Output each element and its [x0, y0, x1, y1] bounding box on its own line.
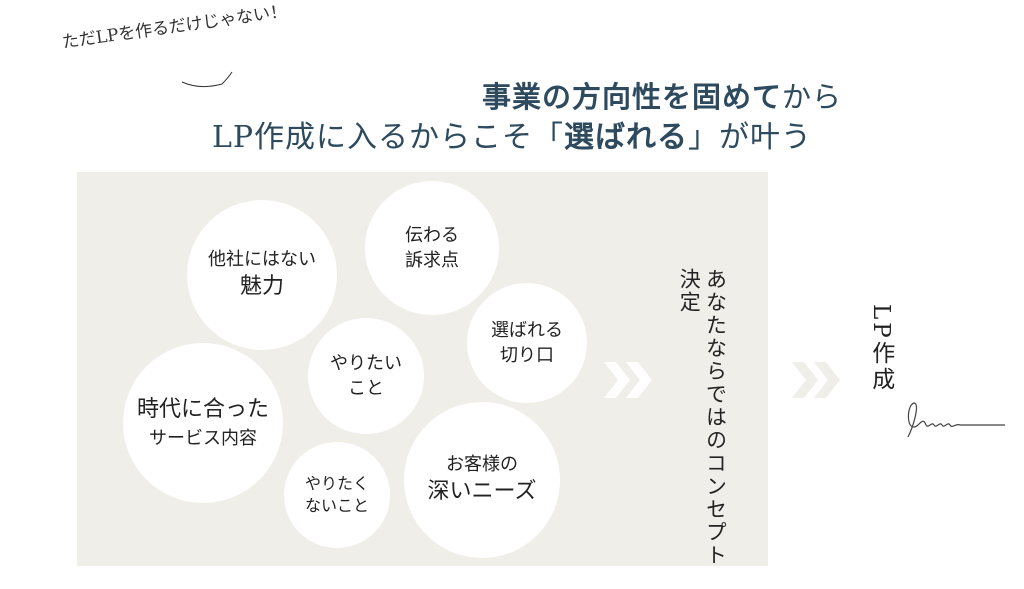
circle-text: 深いニーズ	[427, 479, 537, 505]
lp-creation-text: LP作成	[867, 304, 894, 393]
circle-text: 魅力	[239, 274, 284, 300]
headline-bold-2: 選ばれる	[564, 120, 689, 155]
headline-rest: から	[782, 80, 843, 114]
concept-text: あなたならではのコンセプト決定	[676, 268, 729, 589]
circle-text: ないこと	[304, 496, 369, 515]
circle-text: お客様の	[446, 454, 518, 475]
circle-text: 訴求点	[405, 250, 459, 271]
headline-bold: 事業の方向性を固めて	[481, 80, 782, 114]
circle-want: やりたいこと	[308, 318, 424, 434]
brace-decoration	[181, 71, 233, 88]
circle-service: 時代に合ったサービス内容	[123, 343, 283, 503]
headline-part-b: 」が叶う	[688, 120, 813, 155]
concept-line2: コンセプト決定	[677, 268, 728, 567]
signature-scribble	[907, 402, 1005, 438]
circle-needs: お客様の深いニーズ	[404, 402, 560, 558]
headline-line2: LP作成に入るからこそ「選ばれる」が叶う	[0, 112, 1024, 156]
circle-text: サービス内容	[149, 427, 257, 449]
double-chevron-icon	[604, 362, 652, 398]
circle-text: 伝わる	[405, 224, 459, 246]
circle-text: 時代に合った	[136, 397, 269, 422]
circle-text: こと	[348, 378, 384, 399]
concept-line1: あなたならではの	[703, 268, 728, 452]
circle-not-want: やりたくないこと	[284, 442, 390, 548]
circle-text: 切り口	[500, 345, 554, 366]
headline-line1: 事業の方向性を固めてから	[150, 74, 1024, 116]
circle-appeal: 他社にはない魅力	[187, 200, 337, 350]
circle-appeal-point: 伝わる訴求点	[365, 181, 499, 315]
circle-angle: 選ばれる切り口	[467, 283, 587, 403]
headline-part-a: LP作成に入るからこそ「	[211, 120, 565, 155]
circle-text: やりたく	[304, 473, 369, 493]
circle-text: 他社にはない	[208, 249, 316, 270]
circle-text: やりたい	[330, 352, 402, 374]
note-text: ただLPを作るだけじゃない！	[60, 1, 289, 53]
double-chevron-icon	[792, 362, 840, 398]
circle-text: 選ばれる	[491, 319, 563, 341]
